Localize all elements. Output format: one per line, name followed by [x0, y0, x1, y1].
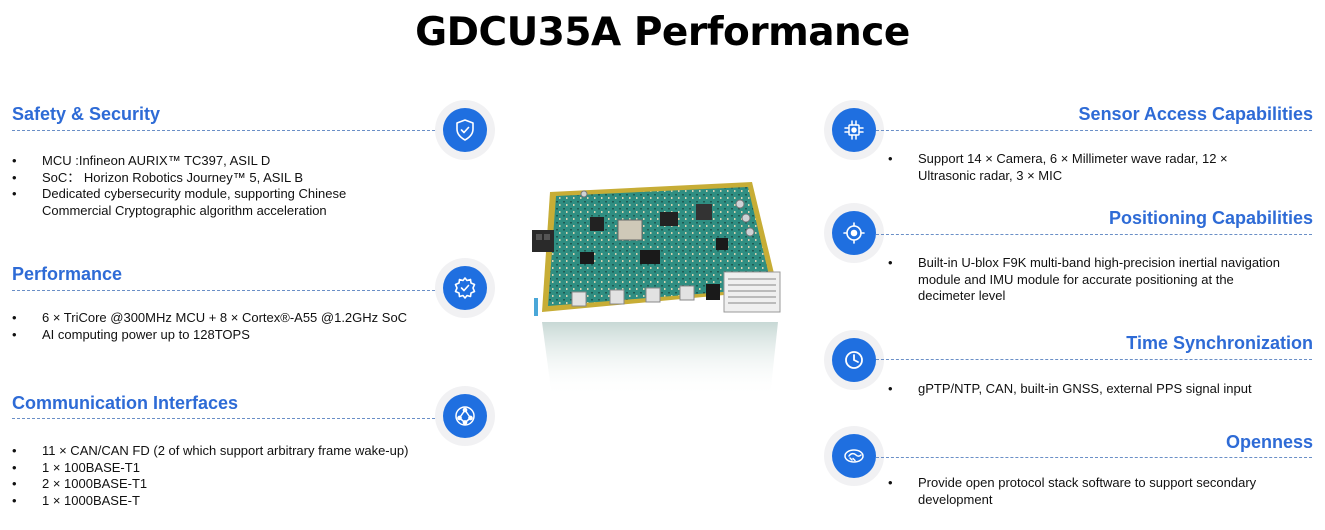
- positioning-list: Built-in U-blox F9K multi-band high-prec…: [888, 255, 1288, 305]
- clock-icon: [832, 338, 876, 382]
- page-title: GDCU35A Performance: [415, 10, 910, 55]
- list-item: 2 × 1000BASE-T1: [12, 476, 462, 493]
- time-sync-list: gPTP/NTP, CAN, built-in GNSS, external P…: [888, 381, 1308, 398]
- list-item: AI computing power up to 128TOPS: [12, 327, 452, 344]
- communication-interfaces-title: Communication Interfaces: [12, 393, 239, 413]
- divider: [876, 130, 1312, 131]
- positioning-title: Positioning Capabilities: [1108, 208, 1313, 228]
- sensor-access-list: Support 14 × Camera, 6 × Millimeter wave…: [888, 151, 1288, 184]
- divider: [12, 418, 450, 419]
- performance-list: 6 × TriCore @300MHz MCU + 8 × Cortex®-A5…: [12, 310, 452, 343]
- sensor-access-title: Sensor Access Capabilities: [1078, 104, 1313, 124]
- chip-icon: [832, 108, 876, 152]
- list-item: SoC： Horizon Robotics Journey™ 5, ASIL B: [12, 170, 412, 187]
- divider: [876, 359, 1312, 360]
- list-item: gPTP/NTP, CAN, built-in GNSS, external P…: [888, 381, 1308, 398]
- divider: [876, 457, 1312, 458]
- list-item: 1 × 100BASE-T1: [12, 460, 462, 477]
- list-item: Dedicated cybersecurity module, supporti…: [12, 186, 412, 219]
- safety-security-list: MCU :Infineon AURIX™ TC397, ASIL D SoC： …: [12, 153, 412, 219]
- time-sync-title: Time Synchronization: [1126, 333, 1313, 353]
- openness-list: Provide open protocol stack software to …: [888, 475, 1298, 508]
- list-item: Built-in U-blox F9K multi-band high-prec…: [888, 255, 1288, 305]
- divider: [12, 130, 450, 131]
- performance-title: Performance: [12, 264, 123, 284]
- list-item: Support 14 × Camera, 6 × Millimeter wave…: [888, 151, 1288, 184]
- list-item: MCU :Infineon AURIX™ TC397, ASIL D: [12, 153, 412, 170]
- handshake-icon: [832, 434, 876, 478]
- list-item: Provide open protocol stack software to …: [888, 475, 1298, 508]
- gdcu35a-circuit-board: [520, 172, 790, 402]
- gear-check-icon: [443, 266, 487, 310]
- shield-check-icon: [443, 108, 487, 152]
- network-icon: [443, 394, 487, 438]
- target-icon: [832, 211, 876, 255]
- divider: [12, 290, 450, 291]
- safety-security-title: Safety & Security: [12, 104, 161, 124]
- communication-interfaces-list: 11 × CAN/CAN FD (2 of which support arbi…: [12, 443, 462, 509]
- list-item: 11 × CAN/CAN FD (2 of which support arbi…: [12, 443, 462, 460]
- openness-title: Openness: [1225, 432, 1313, 452]
- list-item: 1 × 1000BASE-T: [12, 493, 462, 510]
- divider: [876, 234, 1312, 235]
- list-item: 6 × TriCore @300MHz MCU + 8 × Cortex®-A5…: [12, 310, 452, 327]
